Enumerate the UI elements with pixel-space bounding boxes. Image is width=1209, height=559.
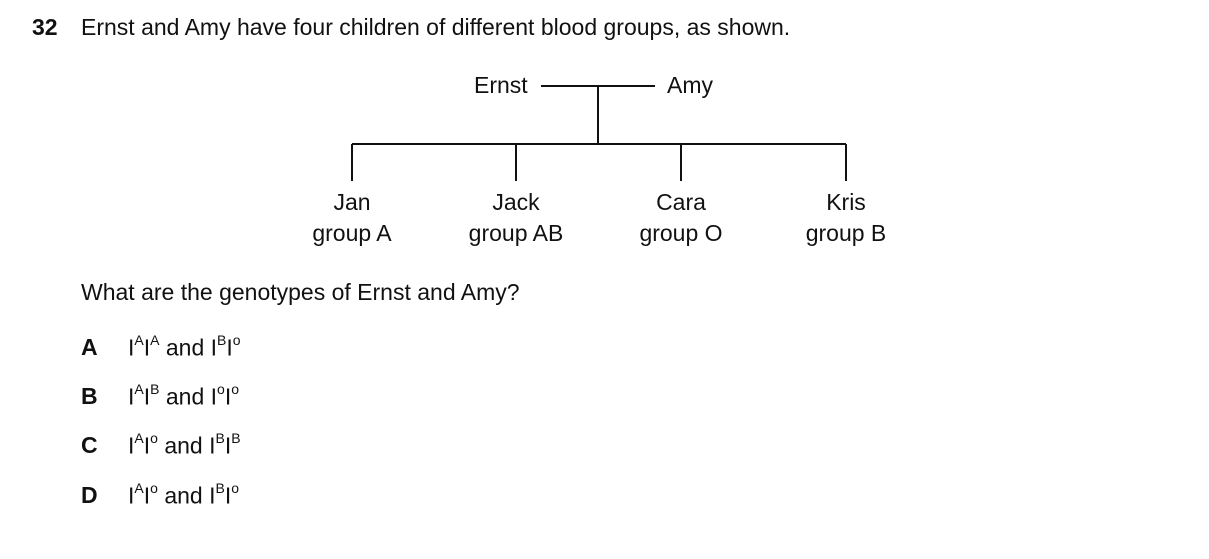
child-group: group B [805,220,887,246]
child-cara: Cara group O [611,187,751,249]
child-name: Cara [656,189,706,215]
option-b-letter: B [81,383,98,409]
child-group: group AB [468,220,564,246]
child-name: Jack [492,189,540,215]
father-label: Ernst [474,72,528,98]
option-c-text[interactable]: IAIo and IBIB [128,430,241,459]
child-group: group O [639,220,723,246]
question-prompt: What are the genotypes of Ernst and Amy? [81,279,520,305]
option-a-text[interactable]: IAIA and IBIo [128,332,241,361]
child-name: Jan [333,189,371,215]
option-c-letter: C [81,432,98,458]
mother-label: Amy [667,72,713,98]
option-a-letter: A [81,334,98,360]
child-group: group A [312,220,392,246]
question-stem: Ernst and Amy have four children of diff… [81,14,791,40]
option-d-letter: D [81,482,98,508]
option-b-text[interactable]: IAIB and IoIo [128,381,239,410]
child-jan: Jan group A [282,187,422,249]
option-d-text[interactable]: IAIo and IBIo [128,480,239,509]
child-kris: Kris group B [776,187,916,249]
question-number: 32 [32,14,58,40]
child-jack: Jack group AB [446,187,586,249]
child-name: Kris [826,189,866,215]
